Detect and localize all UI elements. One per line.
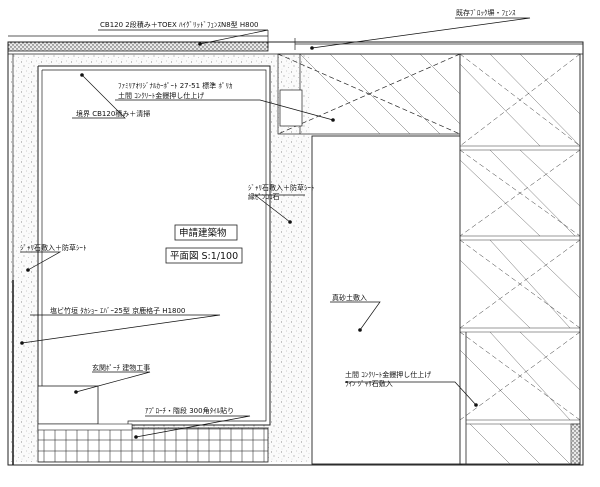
concrete-label-1: 土間 ｺﾝｸﾘｰﾄ金鏝押し仕上げ (345, 370, 431, 379)
carport-concrete (299, 53, 581, 465)
cb120-fence-label: CB120 2段積み＋TOEX ﾊｲｸﾞﾘｯﾄﾞﾌｪﾝｽN8型 H800 (100, 20, 259, 29)
plan-scale-box (165, 247, 243, 264)
gravel-label-2: 縁ﾋﾟﾝｺﾛ石 (248, 192, 280, 201)
concrete-label-2: ﾗｲﾝ ｼﾞｬﾘ石敷入 (345, 379, 393, 388)
plan-scale: 平面図 S:1/100 (170, 251, 238, 262)
entrance-porch-label: 玄関ﾎﾟｰﾁ 建物工事 (92, 363, 150, 372)
gravel-left-label: ｼﾞｬﾘ石敷入＋防草ｼｰﾄ (20, 243, 87, 252)
carport-label-2: 土間 ｺﾝｸﾘｰﾄ金鏝押し仕上げ (118, 91, 204, 100)
edge-block-label: 境界 CB120積み＋清掃 (76, 109, 150, 118)
carport-roof (277, 53, 461, 135)
approach-tiles (37, 423, 269, 463)
existing-fence-label: 既存ﾌﾞﾛｯｸ塀・ﾌｪﾝｽ (456, 8, 516, 17)
sand-fill-area (311, 135, 463, 465)
building-title: 申請建築物 (179, 227, 227, 239)
carport-label-1: ﾌｧﾐﾘｱｵﾘｼﾞﾅﾙｶｰﾎﾟｰﾄ 27-51 標準 ﾎﾟﾘｶ (118, 81, 233, 90)
leader-lines (20, 17, 531, 439)
entrance-porch (37, 385, 99, 425)
annotations: CB120 2段積み＋TOEX ﾊｲｸﾞﾘｯﾄﾞﾌｪﾝｽN8型 H800 既存ﾌ… (20, 8, 516, 415)
building-title-box (174, 224, 238, 241)
approach-label: ｱﾌﾟﾛｰﾁ・階段 300角ﾀｲﾙ貼り (145, 406, 234, 415)
top-fence-wall (7, 41, 269, 52)
bamboo-fence-label: 塩ビ竹垣 ﾀｶｼｮｰ ｴﾊﾞｰ25型 京鹿格子 H1800 (50, 306, 185, 315)
gravel-label-1: ｼﾞｬﾘ石敷入＋防草ｼｰﾄ (248, 183, 315, 192)
sand-fill-label: 真砂土敷入 (332, 293, 367, 302)
